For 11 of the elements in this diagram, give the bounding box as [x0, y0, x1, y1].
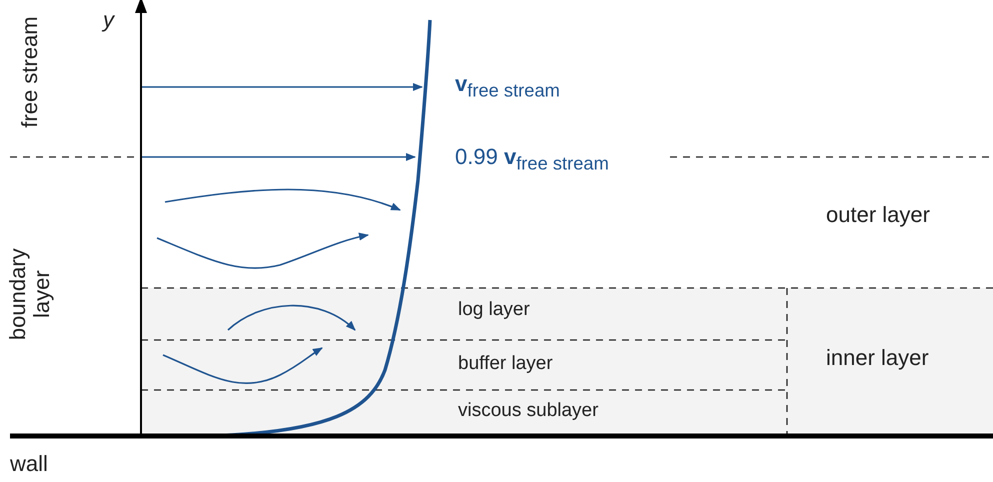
- layer-label: log layer: [458, 300, 530, 321]
- layer-label: viscous sublayer: [458, 401, 598, 422]
- region-label: free stream: [18, 15, 42, 130]
- region-label: inner layer: [826, 346, 929, 370]
- layer-label: buffer layer: [458, 354, 553, 375]
- velocity-label: 0.99 v$_{free stream}$: [455, 145, 609, 174]
- axis-label: y: [103, 8, 114, 32]
- velocity-label: v$_{free stream}$: [455, 72, 560, 101]
- region-label: boundary layer: [6, 247, 54, 342]
- region-label: outer layer: [826, 203, 930, 228]
- wall-label: wall: [10, 452, 48, 476]
